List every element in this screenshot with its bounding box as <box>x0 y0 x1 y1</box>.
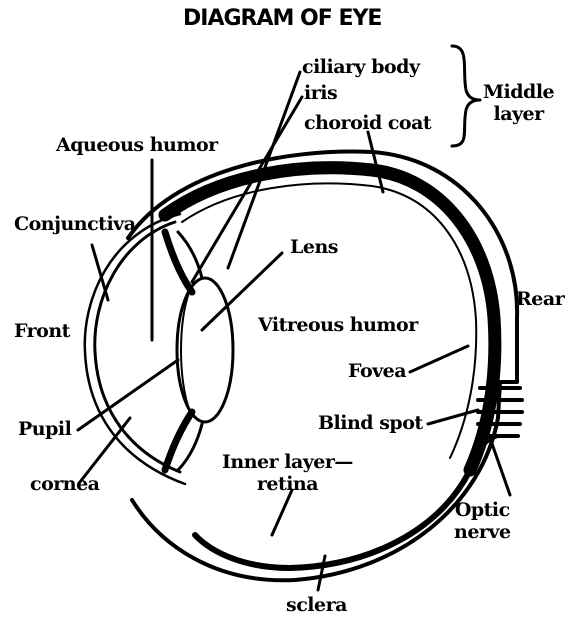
label-front: Front <box>14 322 70 341</box>
label-inner-layer-line2: retina <box>222 474 353 496</box>
label-ciliary-body: ciliary body <box>302 58 419 77</box>
leader-fovea <box>410 346 468 372</box>
diagram-title: DIAGRAM OF EYE <box>183 8 381 30</box>
leader-choroid <box>368 132 383 192</box>
leader-retina <box>272 490 292 535</box>
label-lens: Lens <box>290 238 338 257</box>
label-sclera: sclera <box>286 596 347 615</box>
leader-blindspot <box>428 410 478 424</box>
label-inner-layer-line1: Inner layer— <box>222 452 353 474</box>
label-fovea: Fovea <box>348 362 406 381</box>
label-middle-layer: Middle layer <box>483 82 554 126</box>
label-middle-layer-line1: Middle <box>483 82 554 104</box>
label-middle-layer-line2: layer <box>483 104 554 126</box>
leader-optic <box>490 438 510 495</box>
label-choroid-coat: choroid coat <box>304 114 431 133</box>
cornea-outline <box>95 222 180 472</box>
label-vitreous-humor: Vitreous humor <box>258 316 418 335</box>
middle-layer-brace <box>452 46 480 146</box>
label-aqueous-humor: Aqueous humor <box>56 136 218 155</box>
iris-lower <box>165 412 192 470</box>
leader-sclera <box>318 556 325 590</box>
label-inner-layer-retina: Inner layer— retina <box>222 452 353 496</box>
label-pupil: Pupil <box>18 420 71 439</box>
label-rear: Rear <box>516 290 564 309</box>
label-iris: iris <box>304 84 337 103</box>
label-optic-nerve: Optic nerve <box>454 500 511 544</box>
label-cornea: cornea <box>30 475 99 494</box>
iris-upper <box>165 232 192 292</box>
label-blind-spot: Blind spot <box>318 414 423 433</box>
label-optic-nerve-line1: Optic <box>454 500 511 522</box>
label-optic-nerve-line2: nerve <box>454 522 511 544</box>
label-conjunctiva: Conjunctiva <box>14 215 136 234</box>
